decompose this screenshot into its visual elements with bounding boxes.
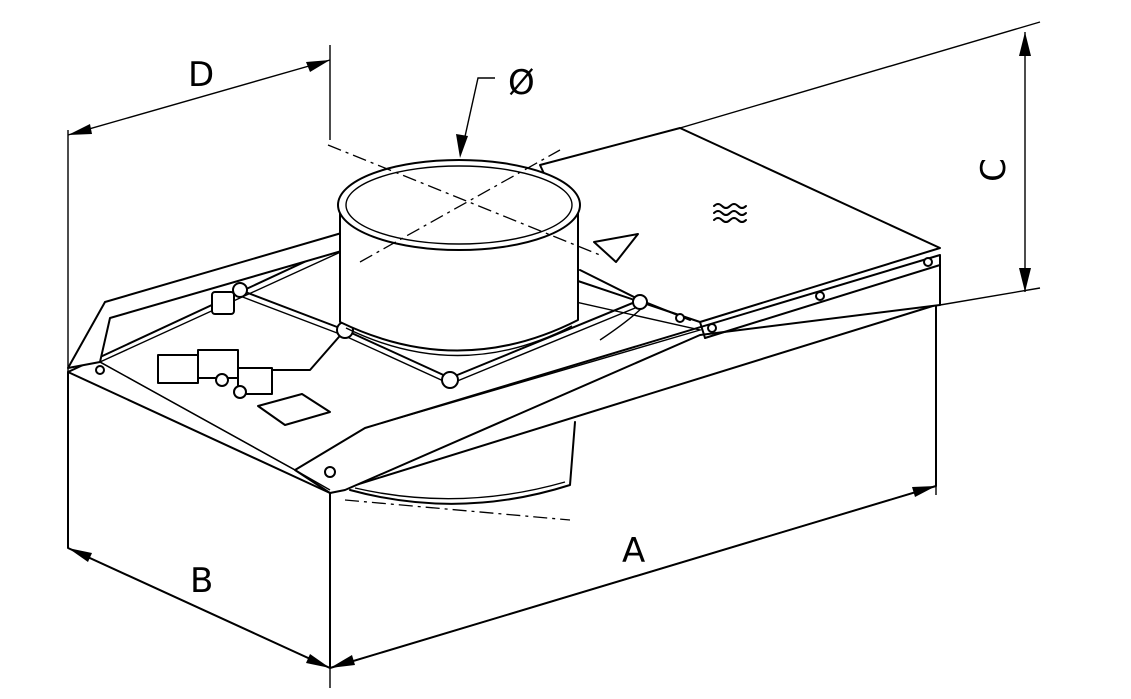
ext-c-top xyxy=(679,21,1041,129)
dim-diameter-arrow xyxy=(456,134,468,158)
solenoid-block-1 xyxy=(157,354,199,384)
label-c: C xyxy=(974,158,1014,182)
cylinder-top-rim xyxy=(337,159,581,251)
bottom-ring-inner xyxy=(354,481,566,500)
tray-corner xyxy=(294,469,331,491)
dimension-lines xyxy=(67,21,1041,688)
manufacturer-logo-icon xyxy=(713,203,747,223)
lid-edge xyxy=(699,321,706,339)
terminal-2 xyxy=(233,385,247,399)
housing-back-edge xyxy=(67,249,331,373)
dim-b-line xyxy=(67,547,331,669)
dim-b-arrow-right xyxy=(306,654,330,668)
dim-a-arrow-right xyxy=(912,486,936,497)
lid-front-edge xyxy=(704,264,941,339)
centerline-a xyxy=(327,144,601,256)
linkage-curve xyxy=(599,304,646,341)
bottom-ring-front xyxy=(349,421,576,505)
pivot-joint-2 xyxy=(441,371,459,389)
dim-b-arrow-left xyxy=(68,548,92,562)
tray-left-edge xyxy=(99,361,296,471)
left-flange xyxy=(67,231,346,369)
dim-c-arrow-top xyxy=(1019,32,1031,56)
label-a: A xyxy=(622,531,645,571)
solenoid-block-2 xyxy=(197,349,239,379)
rivets xyxy=(95,257,933,478)
dim-d-arrow-right xyxy=(306,60,330,72)
cylinder-bottom-edge xyxy=(345,325,573,357)
label-diameter: Ø xyxy=(508,63,535,103)
terminal-1 xyxy=(215,373,229,387)
flow-arrow-icon xyxy=(593,233,639,263)
dim-d-line xyxy=(67,59,331,136)
cylinder-top-inner xyxy=(345,165,573,245)
label-d: D xyxy=(188,55,214,95)
dim-diameter-leader xyxy=(461,77,495,151)
dim-d-arrow-left xyxy=(68,124,92,135)
dim-c-arrow-bottom xyxy=(1019,268,1031,292)
top-spigot xyxy=(327,144,601,357)
centerline-b xyxy=(359,149,561,263)
nut-left xyxy=(211,291,235,315)
dim-a-arrow-left xyxy=(330,655,355,668)
dimension-labels: D B A Ø C xyxy=(188,55,1014,601)
linkage-arm-left xyxy=(264,329,346,371)
ext-c-bottom xyxy=(939,287,1041,306)
linkage-rod-inner xyxy=(239,295,641,385)
linkage xyxy=(157,269,691,426)
label-plate xyxy=(257,393,331,426)
bottom-centerline xyxy=(344,499,571,521)
top-frame xyxy=(67,127,941,494)
bottom-spigot xyxy=(344,421,576,521)
dim-a-line xyxy=(329,485,937,669)
label-b: B xyxy=(190,561,213,601)
pivot-joint-4 xyxy=(232,282,248,298)
housing-box xyxy=(67,249,937,669)
pivot-joint-3 xyxy=(632,294,648,310)
